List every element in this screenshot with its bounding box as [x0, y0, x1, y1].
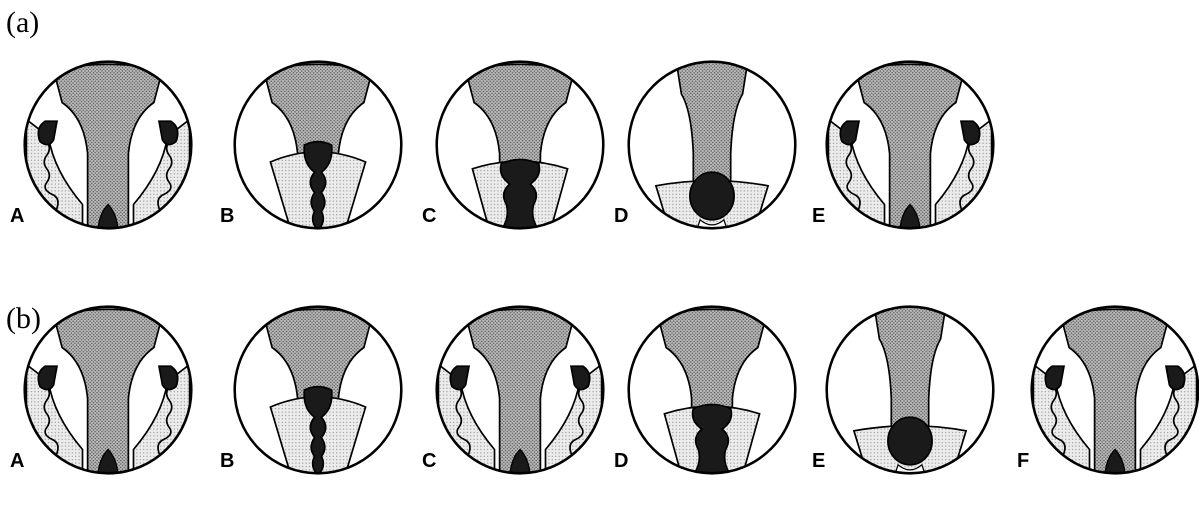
panel-drawing [825, 305, 995, 475]
panel-drawing [435, 305, 605, 475]
panel-letter-label: D [614, 451, 628, 471]
dark-bow-shape [693, 404, 732, 475]
panel-letter-label: D [614, 206, 628, 226]
panel-b-a: A [8, 305, 193, 515]
panel-drawing [825, 60, 995, 230]
panel-letter-label: B [220, 451, 234, 471]
panel-letter-label: F [1017, 451, 1029, 471]
panel-drawing [1030, 305, 1199, 475]
dark-blob [690, 172, 734, 220]
panel-drawing [23, 305, 193, 475]
panel-drawing [233, 60, 403, 230]
panel-b-e: E [810, 305, 995, 515]
panel-letter-label: C [422, 206, 436, 226]
panel-b-c: C [420, 305, 605, 515]
panel-a-b: B [218, 60, 403, 270]
panel-drawing [627, 60, 797, 230]
panel-letter-label: B [220, 206, 234, 226]
panel-a-e: E [810, 60, 995, 270]
panel-drawing [23, 60, 193, 230]
panel-b-b: B [218, 305, 403, 515]
panel-drawing [435, 60, 605, 230]
panel-a-d: D [612, 60, 797, 270]
row-label-a: (a) [6, 8, 39, 38]
panel-letter-label: A [10, 206, 24, 226]
panel-a-c: C [420, 60, 605, 270]
panel-letter-label: C [422, 451, 436, 471]
panel-drawing [233, 305, 403, 475]
panel-a-a: A [8, 60, 193, 270]
panel-b-d: D [612, 305, 797, 515]
dark-blob [888, 417, 932, 465]
panel-letter-label: A [10, 451, 24, 471]
panel-drawing [627, 305, 797, 475]
dark-bow-shape [501, 159, 540, 230]
panel-letter-label: E [812, 451, 825, 471]
panel-b-f: F [1015, 305, 1199, 515]
panel-letter-label: E [812, 206, 825, 226]
